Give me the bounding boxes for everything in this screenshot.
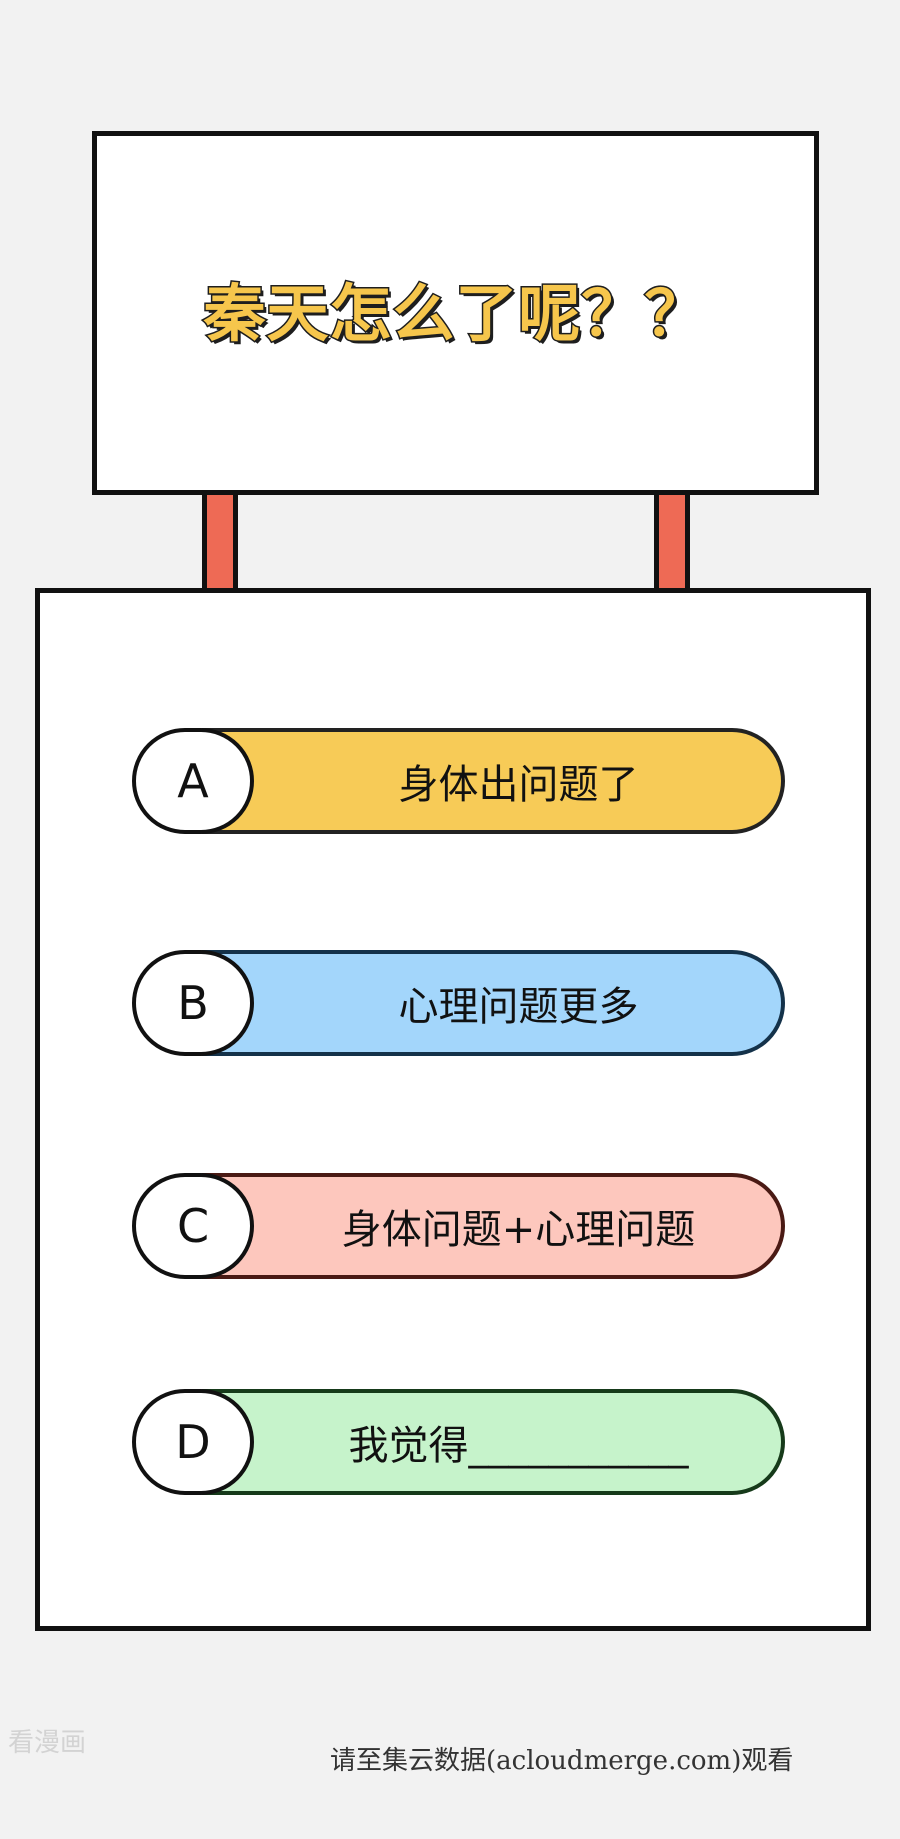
watermark-source: 请至集云数据(acloudmerge.com)观看 [330,1746,794,1776]
signboard-post-left [202,495,238,590]
option-d-label[interactable]: 我觉得___________ [202,1389,785,1495]
signboard-post-right [654,495,690,590]
option-c[interactable]: 身体问题+心理问题 C [132,1173,785,1279]
option-b-badge[interactable]: B [132,950,254,1056]
option-c-label[interactable]: 身体问题+心理问题 [202,1173,785,1279]
option-b[interactable]: 心理问题更多 B [132,950,785,1056]
question-signboard: 秦天怎么了呢？？ [92,131,819,495]
option-c-badge[interactable]: C [132,1173,254,1279]
option-a-badge[interactable]: A [132,728,254,834]
option-a[interactable]: 身体出问题了 A [132,728,785,834]
option-d-badge[interactable]: D [132,1389,254,1495]
options-panel: 身体出问题了 A 心理问题更多 B 身体问题+心理问题 C 我觉得_______… [35,588,871,1631]
question-title: 秦天怎么了呢？？ [202,276,708,352]
option-d[interactable]: 我觉得___________ D [132,1389,785,1495]
option-a-label[interactable]: 身体出问题了 [202,728,785,834]
option-b-label[interactable]: 心理问题更多 [202,950,785,1056]
watermark-left: 看漫画 [8,1728,87,1758]
